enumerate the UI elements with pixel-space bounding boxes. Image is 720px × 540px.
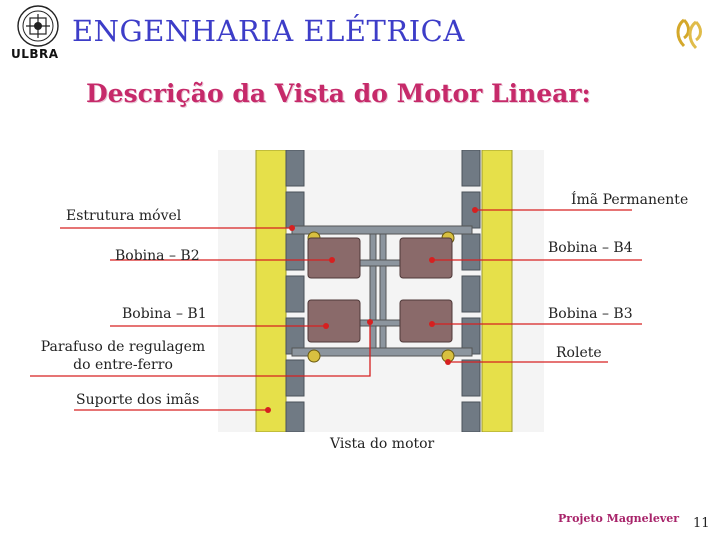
right-magnets <box>461 150 481 432</box>
coil-b4 <box>399 237 453 279</box>
label-ima-permanente: Ímã Permanente <box>571 192 689 208</box>
slide-title: Descrição da Vista do Motor Linear: <box>86 79 591 108</box>
label-bobina-b2: Bobina – B2 <box>115 248 200 264</box>
figure-caption: Vista do motor <box>330 436 435 452</box>
ulbra-seal-icon <box>17 5 59 47</box>
logo-text: ULBRA <box>11 47 59 61</box>
label-bobina-b1: Bobina – B1 <box>122 306 207 322</box>
label-rolete: Rolete <box>556 345 602 361</box>
right-rail <box>481 150 513 432</box>
left-magnets <box>285 150 305 432</box>
footer-project: Projeto Magnelever <box>558 512 679 525</box>
coil-b1 <box>307 299 361 343</box>
page-number: 11 <box>693 516 710 531</box>
label-bobina-b3: Bobina – B3 <box>548 306 633 322</box>
label-suporte-imas: Suporte dos imãs <box>76 392 200 408</box>
ulbra-logo: ULBRA <box>8 4 68 62</box>
left-rail <box>255 150 287 432</box>
coil-b3 <box>399 299 453 343</box>
decorative-emblem-icon <box>676 18 702 50</box>
header-title: ENGENHARIA ELÉTRICA <box>72 14 465 48</box>
label-parafuso: Parafuso de regulagem do entre-ferro <box>28 338 218 374</box>
label-bobina-b4: Bobina – B4 <box>548 240 633 256</box>
label-parafuso-line2: do entre-ferro <box>73 357 173 373</box>
coil-b2 <box>307 237 361 279</box>
label-parafuso-line1: Parafuso de regulagem <box>40 339 206 355</box>
label-estrutura-movel: Estrutura móvel <box>66 208 182 224</box>
motor-view-figure <box>218 150 544 432</box>
